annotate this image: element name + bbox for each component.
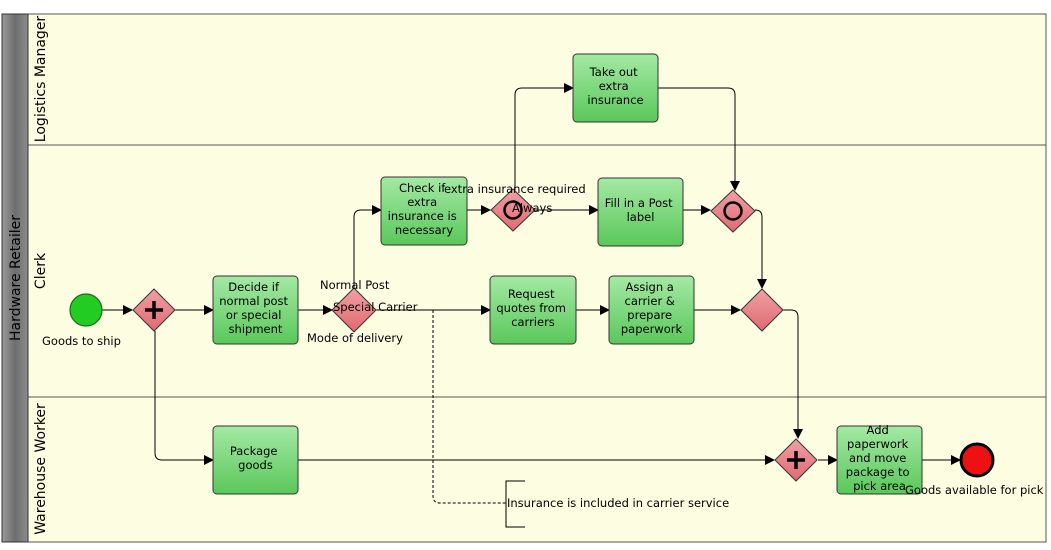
task-add-paperwork[interactable]: Add paperwork and move package to pick a… — [836, 423, 923, 495]
annotation-text: Insurance is included in carrier service — [507, 496, 729, 510]
pool-title: Hardware Retailer — [8, 215, 24, 341]
flow-takeout-to-joingw[interactable] — [658, 87, 740, 191]
always-label: Always — [512, 201, 552, 215]
gateway-inclusive-insurance[interactable] — [490, 188, 536, 232]
text-annotation[interactable]: Insurance is included in carrier service — [432, 310, 729, 528]
task-decide[interactable]: Decide if normal post or special shipmen… — [212, 275, 299, 345]
task-check-line: Check if — [399, 181, 446, 195]
flow-split-to-package[interactable] — [154, 331, 214, 465]
task-request-line: quotes from — [496, 301, 566, 315]
flow-mode-normal[interactable] — [353, 205, 382, 288]
flow-joingw-to-mergegw[interactable] — [754, 209, 767, 289]
lane-title-clerk: Clerk — [33, 252, 49, 289]
end-event[interactable] — [959, 442, 995, 478]
task-take-out-insurance[interactable]: Take out extra insurance — [572, 53, 659, 123]
task-fillin-line: label — [627, 210, 655, 224]
lane-clerk — [27, 144, 1047, 398]
task-package-line: goods — [238, 458, 273, 472]
svg-text:Add paperwork and: Add paperwork and move package to pick a… — [846, 423, 913, 493]
plus-icon — [787, 451, 805, 469]
task-addpaper-line: Add — [867, 423, 889, 437]
mode-of-delivery-label: Mode of delivery — [307, 331, 403, 345]
gateway-exclusive-merge[interactable] — [740, 288, 784, 332]
task-package-line: Package — [230, 444, 278, 458]
annotation-bracket — [505, 480, 525, 528]
flow-insgw-extra[interactable] — [514, 83, 574, 190]
gateway-parallel-join[interactable] — [774, 438, 818, 482]
end-event-label: Goods available for pick — [905, 483, 1044, 497]
task-check-line: insurance is — [388, 209, 457, 223]
task-fillin-line: Fill in a Post — [605, 196, 673, 210]
extra-insurance-label: extra insurance required — [444, 182, 586, 196]
lane-title-warehouse: Warehouse Worker — [33, 403, 49, 535]
flow-mergegw-to-syncgw[interactable] — [783, 309, 803, 439]
svg-text:Fill in a Post label: Fill in a Post label — [605, 196, 677, 224]
sequence-flows — [102, 83, 961, 465]
task-assign-line: carrier & — [625, 294, 675, 308]
task-assign-line: prepare — [627, 308, 672, 322]
annotation-association — [432, 310, 506, 504]
task-addpaper-line: pick area — [853, 479, 906, 493]
pool-header — [1, 13, 29, 543]
task-addpaper-line: and move — [849, 451, 906, 465]
svg-text:Assign a carrier &: Assign a carrier & prepare paperwork — [621, 280, 683, 336]
task-request-line: Request — [508, 287, 555, 301]
task-package-goods[interactable]: Package goods — [212, 425, 299, 495]
lane-title-logistics: Logistics Manager — [33, 16, 49, 143]
task-decide-line: or special — [226, 308, 282, 322]
task-request-quotes[interactable]: Request quotes from carriers — [489, 275, 577, 345]
circle-icon — [503, 200, 523, 220]
lane-logistics — [27, 13, 1047, 146]
circle-icon — [723, 201, 743, 221]
task-check-line: necessary — [395, 223, 454, 237]
plus-icon — [145, 301, 163, 319]
start-event[interactable] — [69, 293, 103, 327]
normal-post-label: Normal Post — [320, 278, 390, 292]
gateway-mode-of-delivery[interactable] — [331, 287, 377, 333]
task-check-line: extra — [407, 195, 437, 209]
task-takeout-line: extra — [599, 79, 629, 93]
task-assign-carrier[interactable]: Assign a carrier & prepare paperwork — [608, 275, 695, 345]
svg-text:Take out extra ins: Take out extra insurance — [587, 65, 643, 107]
task-addpaper-line: package to — [846, 465, 910, 479]
special-carrier-label: Special Carrier — [333, 300, 418, 314]
task-takeout-line: Take out — [589, 65, 638, 79]
svg-text:Check if extra ins: Check if extra insurance is necessary — [388, 181, 461, 237]
gateway-inclusive-join[interactable] — [710, 189, 756, 233]
task-takeout-line: insurance — [587, 93, 643, 107]
task-decide-line: Decide if — [228, 280, 280, 294]
svg-text:Package goods: Package goods — [230, 444, 281, 472]
task-decide-line: shipment — [229, 322, 283, 336]
start-event-label: Goods to ship — [42, 334, 121, 348]
task-assign-line: paperwork — [621, 322, 683, 336]
task-assign-line: Assign a — [626, 280, 674, 294]
task-check-insurance[interactable]: Check if extra insurance is necessary — [380, 176, 468, 246]
svg-text:Decide if normal post: Decide if normal post or special shipmen… — [219, 280, 291, 336]
task-addpaper-line: paperwork — [847, 437, 909, 451]
task-decide-line: normal post — [219, 294, 288, 308]
task-request-line: carriers — [511, 315, 555, 329]
task-fill-in-post-label[interactable]: Fill in a Post label — [597, 177, 684, 247]
svg-text:Request quotes from: Request quotes from carriers — [496, 287, 569, 329]
gateway-parallel-split[interactable] — [132, 288, 176, 332]
